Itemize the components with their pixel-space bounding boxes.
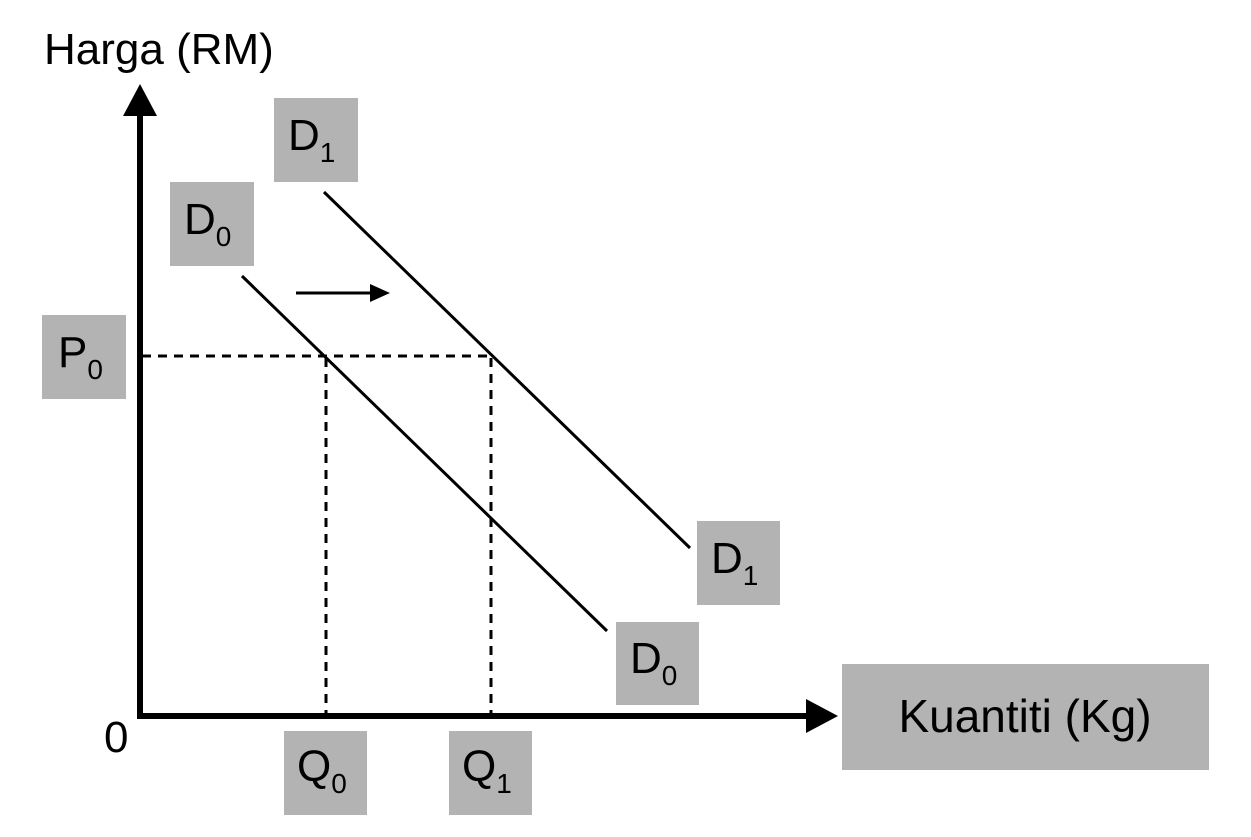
demand-curve-d1: [322, 190, 692, 550]
d1-top-label-box: [274, 98, 358, 182]
d0-bottom-label: D0: [630, 634, 677, 691]
d1-bottom-label: D1: [711, 534, 758, 591]
shift-arrow-head: [370, 284, 390, 302]
x-axis-label: Kuantiti (Kg): [898, 690, 1151, 742]
x-axis-arrowhead: [806, 699, 838, 733]
p0-label-box: [42, 315, 126, 399]
d0-bottom-label-box: [616, 622, 699, 705]
q1-label: Q1: [462, 742, 512, 799]
origin-label: 0: [104, 713, 128, 762]
d0-top-label: D0: [184, 195, 231, 252]
p0-label: P0: [58, 328, 103, 385]
d1-top-label: D1: [288, 111, 335, 168]
q0-label: Q0: [297, 742, 347, 799]
d1-bottom-label-box: [697, 521, 780, 605]
d0-top-label-box: [170, 182, 254, 266]
q0-label-box: [284, 731, 367, 815]
demand-curve-d0: [240, 274, 609, 633]
x-axis-label-box: [842, 664, 1209, 770]
y-axis-arrowhead: [123, 84, 157, 116]
q1-label-box: [449, 731, 532, 815]
y-axis-label: Harga (RM): [44, 25, 274, 74]
